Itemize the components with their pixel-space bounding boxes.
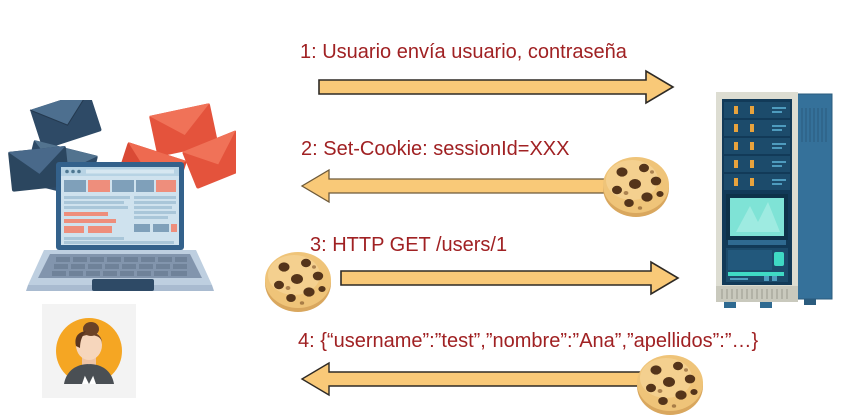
envelope-red-3 (182, 130, 236, 189)
cookie-step-4 (634, 348, 706, 419)
laptop-client-illustration (6, 100, 236, 295)
arrow-left-step-2 (300, 168, 622, 204)
message-label-1: 1: Usuario envía usuario, contraseña (300, 41, 627, 63)
laptop-screen (56, 162, 184, 250)
cookie-step-3 (262, 245, 334, 317)
message-label-2: 2: Set-Cookie: sessionId=XXX (301, 138, 570, 160)
laptop-base (26, 250, 214, 291)
message-label-4: 4: {“username”:”test”,”nombre”:”Ana”,”ap… (298, 330, 759, 352)
envelope-red-1 (149, 103, 219, 157)
cookie-step-2 (600, 150, 672, 222)
message-label-3: 3: HTTP GET /users/1 (310, 234, 508, 256)
arrow-left-step-4 (300, 361, 657, 397)
envelope-blue-3 (8, 145, 70, 192)
envelope-blue-1 (29, 100, 102, 150)
arrow-right-step-1 (318, 69, 675, 105)
user-avatar (42, 304, 136, 398)
server-rack (714, 90, 836, 310)
arrow-right-step-3 (340, 260, 680, 296)
